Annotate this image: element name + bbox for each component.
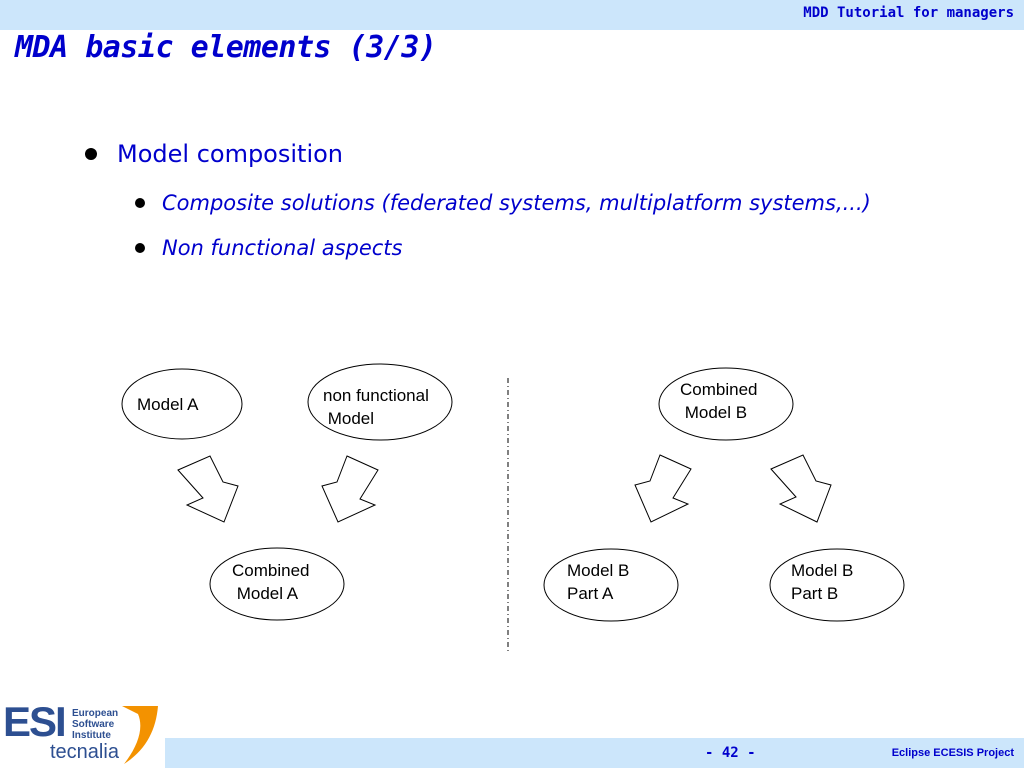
footer-bar <box>165 738 1024 768</box>
model-b-part-a-label: Model B Part A <box>567 561 630 603</box>
arrow-down-left <box>634 454 692 523</box>
header-title: MDD Tutorial for managers <box>803 5 1014 21</box>
combined-model-a-ellipse <box>209 547 345 621</box>
arrow-down-left <box>321 455 379 523</box>
combined-model-b-label: Combined Model B <box>680 380 758 422</box>
logo-tecnalia-text: tecnalia <box>50 741 119 763</box>
logo-esi-text: ESI <box>3 698 67 745</box>
bullet-level2: Non functional aspects <box>135 236 403 260</box>
arrow-down-right <box>177 455 239 523</box>
footer-project: Eclipse ECESIS Project <box>891 747 1014 759</box>
logo-subtitle: European Software Institute <box>72 708 118 741</box>
bullet-dot-icon <box>135 243 145 253</box>
top-header-bar: MDD Tutorial for managers <box>0 0 1024 30</box>
combined-model-a-label: Combined Model A <box>232 561 310 603</box>
non-functional-model-label: non functional Model <box>323 386 429 428</box>
arrow-down-right <box>770 454 832 523</box>
bullet-dot-icon <box>135 198 145 208</box>
model-b-part-b-label: Model B Part B <box>791 561 854 603</box>
combined-model-b-ellipse <box>658 367 794 441</box>
slide-title: MDA basic elements (3/3) <box>15 30 437 65</box>
model-a-label: Model A <box>137 395 199 414</box>
model-b-part-a-ellipse <box>543 548 679 622</box>
bullet-text: Non functional aspects <box>162 236 403 260</box>
logo-line: European <box>72 708 119 719</box>
bullet-level1: Model composition <box>85 140 343 168</box>
model-b-part-b-ellipse <box>769 548 905 622</box>
bullet-text: Model composition <box>117 140 344 168</box>
logo-swoosh-icon <box>122 706 158 764</box>
page-number: - 42 - <box>705 745 756 761</box>
esi-tecnalia-logo: ESI European Software Institute tecnalia <box>0 698 165 768</box>
bullet-level2: Composite solutions (federated systems, … <box>135 191 871 215</box>
logo-line: Institute <box>72 730 111 741</box>
model-a-ellipse <box>121 368 243 440</box>
bullet-text: Composite solutions (federated systems, … <box>162 191 871 215</box>
non-functional-model-ellipse <box>307 363 453 441</box>
bullet-dot-icon <box>85 148 97 160</box>
logo-line: Software <box>72 719 115 730</box>
